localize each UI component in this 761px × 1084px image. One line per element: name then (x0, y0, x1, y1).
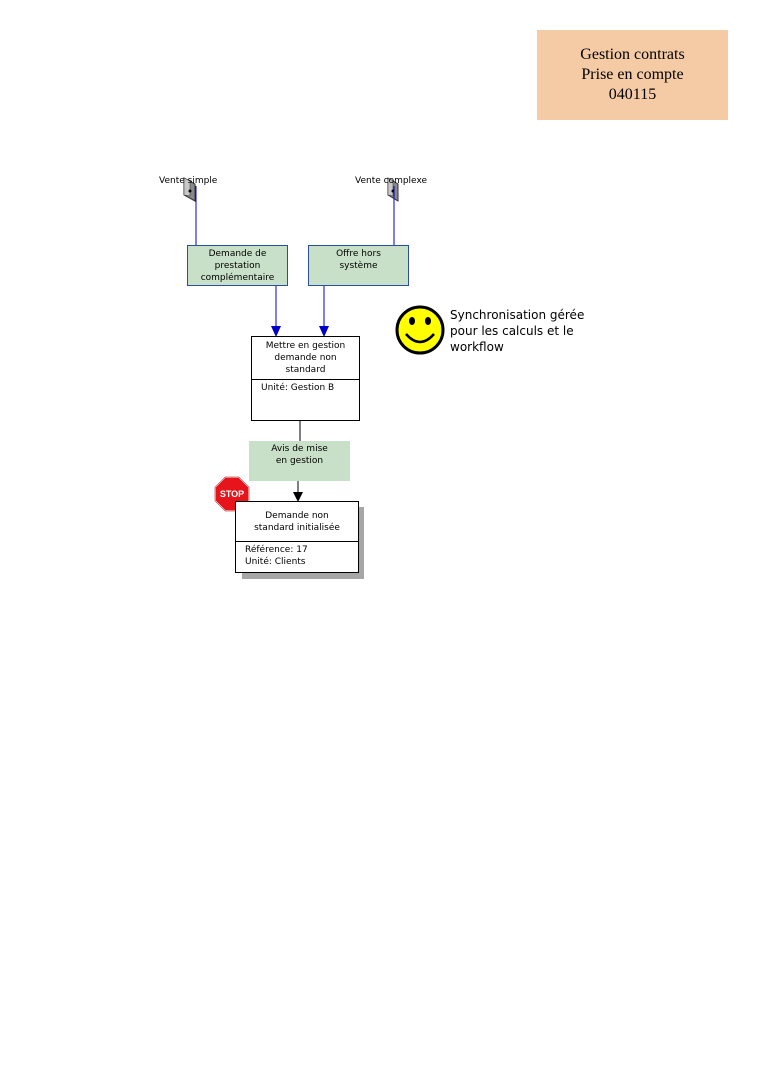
header-box: Gestion contrats Prise en compte 040115 (537, 30, 728, 120)
event-offre-hors-systeme[interactable]: Offre hors système (308, 245, 409, 286)
flow-arrow-offre (319, 286, 329, 337)
event-demande-line: Demande de (208, 249, 267, 259)
header-code: 040115 (608, 86, 657, 103)
message-line: Avis de mise (271, 444, 328, 454)
event-demande-line: prestation (214, 261, 261, 271)
note-line: pour les calculs et le (450, 324, 574, 338)
operation-box[interactable]: Mettre en gestion demande non standard U… (251, 336, 360, 421)
stop-sign-label: STOP (219, 489, 245, 499)
vente-simple-trigger-icon (183, 177, 196, 202)
flow-arrow-result (293, 481, 303, 502)
operation-title: Mettre en gestion demande non standard (252, 337, 359, 379)
result-title-line: Demande non (265, 511, 329, 521)
smiley-icon (395, 305, 445, 355)
note-line: workflow (450, 340, 504, 354)
synchronisation-note: Synchronisation gérée pour les calculs e… (450, 307, 584, 355)
flow-arrow-demande (271, 286, 281, 337)
result-box[interactable]: Demande non standard initialisée Référen… (235, 501, 359, 573)
operation-title-line: standard (285, 365, 326, 375)
event-demande-prestation[interactable]: Demande de prestation complémentaire (187, 245, 288, 286)
operation-separator (252, 379, 359, 380)
operation-title-line: Mettre en gestion (265, 341, 346, 351)
operation-unit: Unité: Gestion B (261, 383, 335, 393)
trigger-label-vente-complexe: Vente complexe (355, 176, 428, 186)
result-reference: Référence: 17 (245, 545, 308, 555)
event-demande-line: complémentaire (200, 273, 275, 283)
result-separator (236, 541, 358, 542)
result-title: Demande non standard initialisée (236, 502, 358, 538)
message-line: en gestion (275, 456, 324, 466)
note-line: Synchronisation gérée (450, 308, 585, 322)
result-title-line: standard initialisée (254, 523, 340, 533)
operation-title-line: demande non (274, 353, 337, 363)
event-offre-line: système (339, 261, 378, 271)
result-unit: Unité: Clients (245, 557, 306, 567)
header-subtitle: Prise en compte (581, 66, 684, 83)
message-avis-mise-en-gestion[interactable]: Avis de mise en gestion (249, 441, 350, 481)
event-offre-line: Offre hors (336, 249, 381, 259)
header-title: Gestion contrats (580, 46, 685, 63)
trigger-label-vente-simple: Vente simple (159, 176, 218, 186)
